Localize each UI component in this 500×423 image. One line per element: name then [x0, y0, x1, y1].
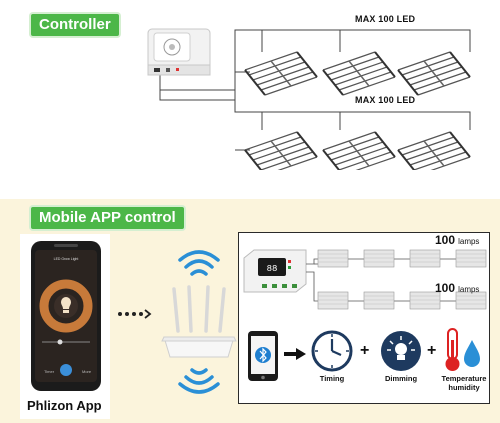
- phone-bluetooth-icon: [248, 331, 278, 381]
- plus-sign-2: +: [427, 342, 437, 359]
- wifi-signal-icon-lower: [178, 368, 220, 394]
- timing-clock-icon: [311, 330, 353, 372]
- phone-screen-title: LED Grow Light: [54, 257, 79, 261]
- lamp-fixtures-top: [244, 51, 471, 170]
- wifi-router: [161, 285, 237, 358]
- wifi-signal-icon: [178, 250, 220, 276]
- smartphone: Timer More LED Grow Light: [31, 241, 101, 391]
- lamps-count-row1: 100 lamps: [435, 233, 480, 247]
- app-name: Phlizon App: [27, 398, 102, 413]
- arrow-right-icon: [284, 348, 306, 360]
- feature-dimming: Dimming: [384, 374, 418, 383]
- svg-text:88: 88: [267, 264, 278, 274]
- feature-temperature-humidity: Temperature humidity: [441, 374, 487, 392]
- max-led-label-row1: MAX 100 LED: [355, 14, 416, 24]
- dimming-icon: [381, 331, 421, 371]
- temperature-humidity-icon: [445, 328, 480, 371]
- controller-device: [147, 28, 211, 76]
- controller-wiring-diagram: [159, 29, 471, 151]
- feature-timing: Timing: [319, 374, 345, 383]
- svg-text:Timer: Timer: [44, 369, 55, 374]
- plus-sign-1: +: [360, 342, 370, 359]
- svg-text:More: More: [82, 369, 92, 374]
- lamps-count-row2: 100 lamps: [435, 281, 480, 295]
- dots-arrow-icon: [118, 309, 152, 319]
- controller-lamp-grid: 88: [243, 249, 487, 310]
- mobile-app-badge: Mobile APP control: [31, 207, 184, 229]
- controller-badge: Controller: [31, 14, 119, 36]
- max-led-label-row2: MAX 100 LED: [355, 95, 416, 105]
